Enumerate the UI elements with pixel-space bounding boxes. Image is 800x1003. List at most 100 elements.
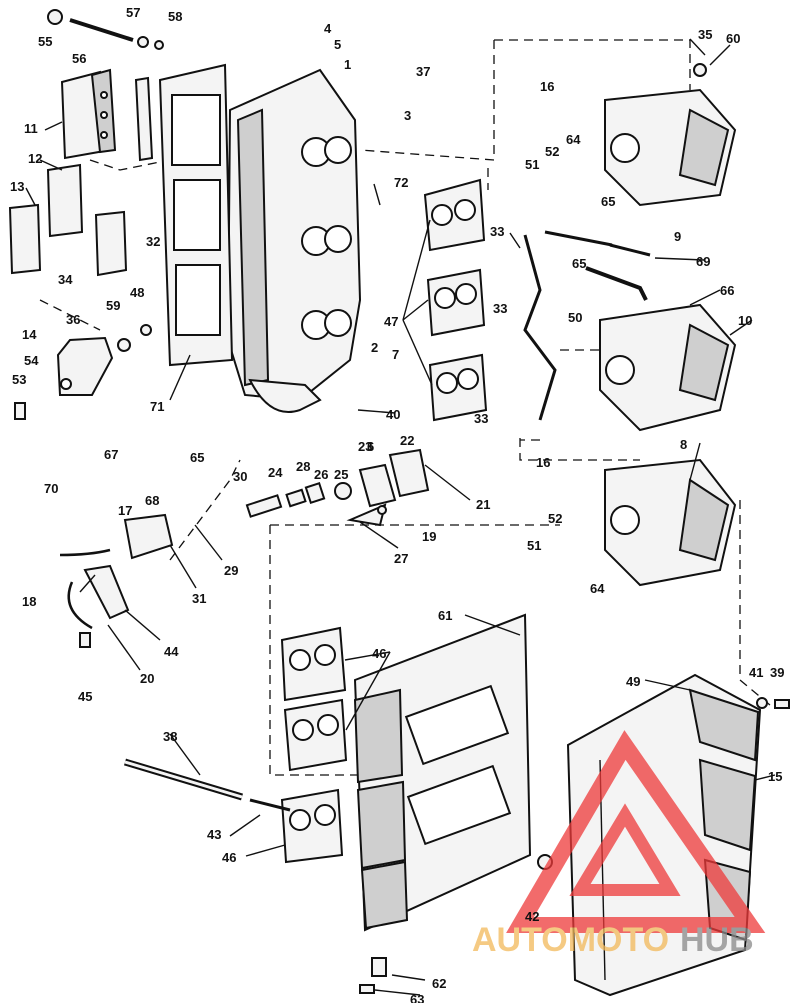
part-label-34: 34 xyxy=(58,272,73,287)
carburetor-top xyxy=(604,88,737,207)
part-label-16: 16 xyxy=(536,455,550,470)
part-label-37: 37 xyxy=(416,64,430,79)
part-label-14: 14 xyxy=(22,327,37,342)
part-label-8: 8 xyxy=(680,437,687,452)
watermark-triangle-inner xyxy=(569,803,681,896)
watermark-text-a: AUTOMOTO xyxy=(472,921,669,959)
callout-leaders xyxy=(25,38,776,996)
part-label-68: 68 xyxy=(145,493,159,508)
part-label-65: 65 xyxy=(572,256,586,271)
part-label-5: 5 xyxy=(334,37,341,52)
part-label-49: 49 xyxy=(626,674,640,689)
small-parts xyxy=(123,448,430,560)
part-label-23: 23 xyxy=(358,439,372,454)
air-silencer-base xyxy=(353,613,532,932)
part-label-33: 33 xyxy=(493,301,507,316)
long-screw xyxy=(47,9,164,50)
wiring-harness xyxy=(59,548,130,648)
rod xyxy=(123,758,291,812)
part-label-59: 59 xyxy=(106,298,120,313)
part-label-52: 52 xyxy=(545,144,559,159)
part-label-17: 17 xyxy=(118,503,132,518)
part-label-30: 30 xyxy=(233,469,247,484)
part-label-72: 72 xyxy=(394,175,408,190)
part-label-69: 69 xyxy=(696,254,710,269)
fasteners xyxy=(359,63,790,994)
part-label-33: 33 xyxy=(474,411,488,426)
part-label-40: 40 xyxy=(386,407,400,422)
part-label-4: 4 xyxy=(324,21,332,36)
part-label-20: 20 xyxy=(140,671,154,686)
part-label-61: 61 xyxy=(438,608,452,623)
part-label-3: 3 xyxy=(404,108,411,123)
intake-manifold xyxy=(226,68,362,413)
part-label-60: 60 xyxy=(726,31,740,46)
manifold-gaskets xyxy=(280,626,348,864)
part-label-46: 46 xyxy=(222,850,236,865)
part-label-44: 44 xyxy=(164,644,179,659)
watermark-logo: AUTOMOTO HUB xyxy=(472,730,766,959)
part-label-29: 29 xyxy=(224,563,238,578)
reed-blocks xyxy=(8,163,128,277)
part-label-26: 26 xyxy=(314,467,328,482)
part-label-6: 6 xyxy=(367,439,374,454)
part-label-35: 35 xyxy=(698,27,712,42)
carburetor-middle xyxy=(599,303,737,432)
part-label-13: 13 xyxy=(10,179,24,194)
part-label-41: 41 xyxy=(749,665,763,680)
part-label-51: 51 xyxy=(527,538,541,553)
part-label-42: 42 xyxy=(525,909,539,924)
part-label-18: 18 xyxy=(22,594,36,609)
carburetor-gaskets xyxy=(423,178,488,422)
part-label-63: 63 xyxy=(410,992,424,1003)
part-label-15: 15 xyxy=(768,769,782,784)
bracket xyxy=(14,324,152,420)
part-label-65: 65 xyxy=(601,194,615,209)
part-label-21: 21 xyxy=(476,497,490,512)
part-label-9: 9 xyxy=(674,229,681,244)
part-label-43: 43 xyxy=(207,827,221,842)
part-label-25: 25 xyxy=(334,467,348,482)
part-label-55: 55 xyxy=(38,34,52,49)
part-label-46: 46 xyxy=(372,646,386,661)
part-label-12: 12 xyxy=(28,151,42,166)
part-label-64: 64 xyxy=(590,581,605,596)
part-label-39: 39 xyxy=(770,665,784,680)
part-label-27: 27 xyxy=(394,551,408,566)
part-label-52: 52 xyxy=(548,511,562,526)
part-label-36: 36 xyxy=(66,312,80,327)
part-label-53: 53 xyxy=(12,372,26,387)
part-label-65: 65 xyxy=(190,450,204,465)
part-label-45: 45 xyxy=(78,689,92,704)
part-label-16: 16 xyxy=(540,79,554,94)
reed-plate-gasket xyxy=(158,63,234,367)
part-label-47: 47 xyxy=(384,314,398,329)
part-label-32: 32 xyxy=(146,234,160,249)
part-label-54: 54 xyxy=(24,353,39,368)
silencer-cover xyxy=(60,68,154,162)
part-label-48: 48 xyxy=(130,285,144,300)
part-label-50: 50 xyxy=(568,310,582,325)
part-label-24: 24 xyxy=(268,465,283,480)
part-label-19: 19 xyxy=(422,529,436,544)
part-label-56: 56 xyxy=(72,51,86,66)
carburetor-bottom xyxy=(604,458,737,587)
part-label-57: 57 xyxy=(126,5,140,20)
part-label-62: 62 xyxy=(432,976,446,991)
part-label-31: 31 xyxy=(192,591,206,606)
part-label-66: 66 xyxy=(720,283,734,298)
part-label-58: 58 xyxy=(168,9,182,24)
part-label-1: 1 xyxy=(344,57,351,72)
part-label-64: 64 xyxy=(566,132,581,147)
part-label-51: 51 xyxy=(525,157,539,172)
part-label-33: 33 xyxy=(490,224,504,239)
part-label-11: 11 xyxy=(24,121,38,136)
part-label-70: 70 xyxy=(44,481,58,496)
watermark-triangle-outer xyxy=(506,730,766,933)
part-label-38: 38 xyxy=(163,729,177,744)
part-label-2: 2 xyxy=(371,340,378,355)
part-label-10: 10 xyxy=(738,313,752,328)
part-label-67: 67 xyxy=(104,447,118,462)
